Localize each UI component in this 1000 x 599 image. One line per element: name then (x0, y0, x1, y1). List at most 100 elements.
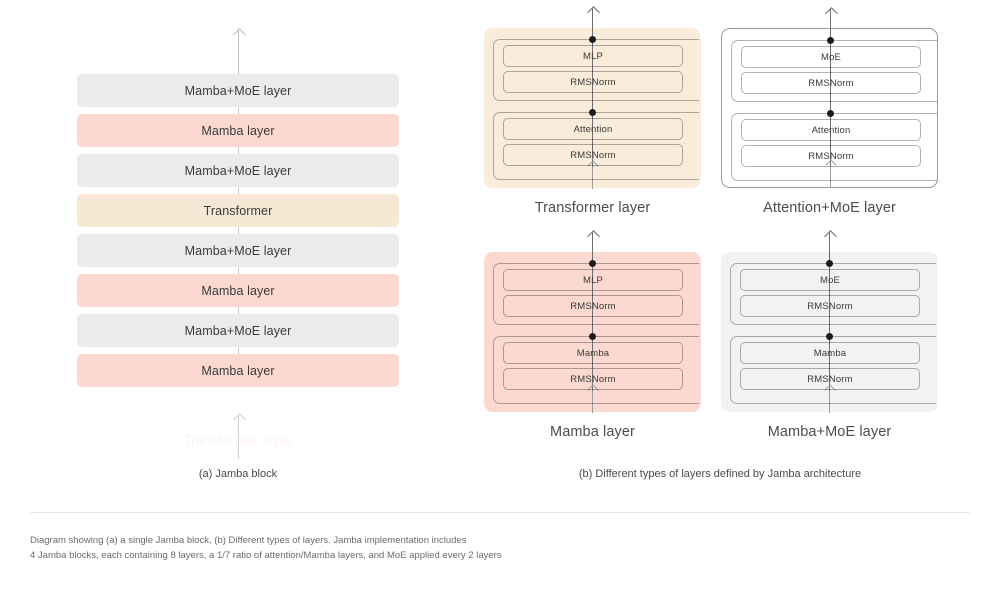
residual-junction-dot (826, 110, 834, 117)
input-spine-arrow-icon (829, 391, 830, 413)
module-label: RMSNorm (808, 77, 854, 89)
layer-bar-label: Mamba layer (201, 363, 275, 378)
module-box[interactable]: MLP (503, 269, 683, 291)
layer-connector-tick (238, 107, 239, 114)
layer-bar[interactable]: Mamba+MoE layer (77, 234, 399, 267)
residual-connection-upper (730, 263, 936, 325)
module-box[interactable]: RMSNorm (503, 144, 683, 166)
layer-type-cell-attention-moe[interactable]: MoE RMSNorm Attention RMSNorm Attention+… (702, 9, 957, 216)
figure-caption-line-1: Diagram showing (a) a single Jamba block… (30, 535, 467, 546)
layer-card-label: Transformer layer (534, 200, 651, 216)
ghost-transformer-layer-label: Transformer layer (183, 432, 293, 448)
layer-bar-label: Transformer (203, 203, 273, 218)
module-label: MoE (821, 51, 841, 63)
layer-bar-label: Mamba layer (201, 123, 275, 138)
residual-junction-dot (825, 333, 833, 340)
panel-a-jamba-block: Mamba+MoE layer Mamba layer Mamba+MoE la… (0, 0, 440, 500)
module-box[interactable]: RMSNorm (741, 72, 921, 94)
layer-card-label: Mamba+MoE layer (767, 424, 892, 440)
output-spine-arrow-icon (830, 9, 831, 184)
input-spine-arrow-icon (592, 391, 593, 413)
layer-card: MoE RMSNorm Attention RMSNorm (721, 9, 938, 188)
layer-type-cell-mamba-moe[interactable]: MoE RMSNorm Mamba RMSNorm Mamba+MoE laye… (702, 232, 957, 440)
module-label: RMSNorm (807, 300, 853, 312)
module-label: Attention (573, 123, 613, 135)
layer-connector-tick (238, 187, 239, 194)
module-label: Mamba (813, 347, 847, 359)
module-box[interactable]: Attention (503, 118, 683, 140)
layer-bar[interactable]: Mamba+MoE layer (77, 314, 399, 347)
module-label: RMSNorm (570, 373, 616, 385)
output-spine-arrow-icon (592, 8, 593, 183)
module-box[interactable]: RMSNorm (503, 71, 683, 93)
module-box[interactable]: RMSNorm (740, 295, 920, 317)
layer-bar[interactable]: Mamba layer (77, 354, 399, 387)
module-label: Mamba (576, 347, 610, 359)
layer-card-label: Attention+MoE layer (763, 200, 896, 216)
residual-junction-dot (826, 37, 834, 44)
module-label: RMSNorm (570, 300, 616, 312)
module-box[interactable]: MLP (503, 45, 683, 67)
module-label: MLP (583, 274, 603, 286)
layer-bar[interactable]: Mamba+MoE layer (77, 74, 399, 107)
module-label: Attention (811, 124, 851, 136)
layer-card-label: Mamba layer (550, 424, 635, 440)
caption-divider (30, 512, 970, 513)
module-box[interactable]: Mamba (503, 342, 683, 364)
panel-b-caption: (b) Different types of layers defined by… (578, 468, 862, 480)
block-input-arrow-icon (238, 415, 239, 459)
panel-b-layer-types: MLP RMSNorm Attention RMSNorm Transforme… (440, 0, 1000, 500)
module-box[interactable]: RMSNorm (740, 368, 920, 390)
layer-bar[interactable]: Mamba layer (77, 274, 399, 307)
residual-junction-dot (588, 333, 596, 340)
layer-bar-label: Mamba layer (201, 283, 275, 298)
layer-card: MLP RMSNorm Attention RMSNorm (484, 8, 701, 189)
layer-card: MoE RMSNorm Mamba RMSNorm (721, 232, 938, 413)
input-spine-arrow-icon (830, 166, 831, 188)
input-spine-arrow-icon (592, 167, 593, 189)
layer-connector-tick (238, 147, 239, 154)
layer-bar-label: Mamba+MoE layer (184, 323, 292, 338)
module-box[interactable]: Attention (741, 119, 921, 141)
residual-junction-dot (825, 260, 833, 267)
jamba-block-layer-stack: Mamba+MoE layer Mamba layer Mamba+MoE la… (77, 74, 399, 387)
module-label: MoE (820, 274, 840, 286)
layer-type-cell-transformer[interactable]: MLP RMSNorm Attention RMSNorm Transforme… (465, 8, 720, 216)
layer-connector-tick (238, 227, 239, 234)
module-box[interactable]: MoE (740, 269, 920, 291)
layer-bar[interactable]: Mamba+MoE layer (77, 154, 399, 187)
module-box[interactable]: RMSNorm (503, 368, 683, 390)
residual-junction-dot (588, 36, 596, 43)
residual-junction-dot (588, 260, 596, 267)
module-label: MLP (583, 50, 603, 62)
layer-bar-label: Mamba+MoE layer (184, 243, 292, 258)
layer-connector-tick (238, 347, 239, 354)
module-box[interactable]: RMSNorm (741, 145, 921, 167)
output-spine-arrow-icon (829, 232, 830, 407)
residual-connection-upper (731, 40, 937, 102)
layer-connector-tick (238, 307, 239, 314)
residual-junction-dot (588, 109, 596, 116)
layer-bar[interactable]: Mamba layer (77, 114, 399, 147)
residual-connection-upper (493, 263, 699, 325)
residual-connection-lower (731, 113, 937, 181)
layer-connector-tick (238, 267, 239, 274)
module-label: RMSNorm (570, 76, 616, 88)
module-label: RMSNorm (570, 149, 616, 161)
layer-bar[interactable]: Transformer (77, 194, 399, 227)
residual-connection-upper (493, 39, 699, 101)
layer-type-cell-mamba[interactable]: MLP RMSNorm Mamba RMSNorm Mamba layer (465, 232, 720, 440)
figure-caption: Diagram showing (a) a single Jamba block… (30, 533, 790, 563)
module-box[interactable]: Mamba (740, 342, 920, 364)
residual-connection-lower (730, 336, 936, 404)
residual-connection-lower (493, 112, 699, 180)
layer-card: MLP RMSNorm Mamba RMSNorm (484, 232, 701, 413)
module-box[interactable]: RMSNorm (503, 295, 683, 317)
residual-connection-lower (493, 336, 699, 404)
module-label: RMSNorm (807, 373, 853, 385)
module-box[interactable]: MoE (741, 46, 921, 68)
output-spine-arrow-icon (592, 232, 593, 407)
layer-bar-label: Mamba+MoE layer (184, 83, 292, 98)
block-output-arrow-icon (238, 30, 239, 74)
